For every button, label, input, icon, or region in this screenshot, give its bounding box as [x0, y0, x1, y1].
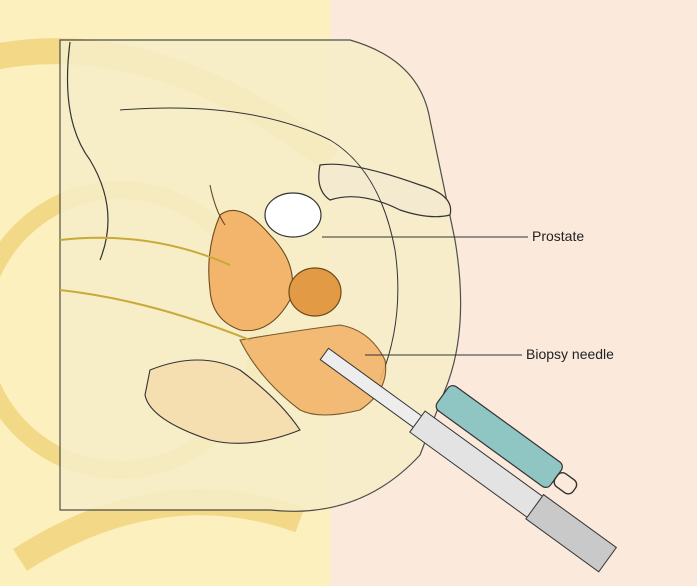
prostate-gland [289, 268, 341, 316]
instrument-handle [526, 495, 616, 572]
bladder [265, 193, 321, 237]
biopsy-needle-label: Biopsy needle [526, 346, 614, 362]
prostate-label: Prostate [532, 228, 584, 244]
